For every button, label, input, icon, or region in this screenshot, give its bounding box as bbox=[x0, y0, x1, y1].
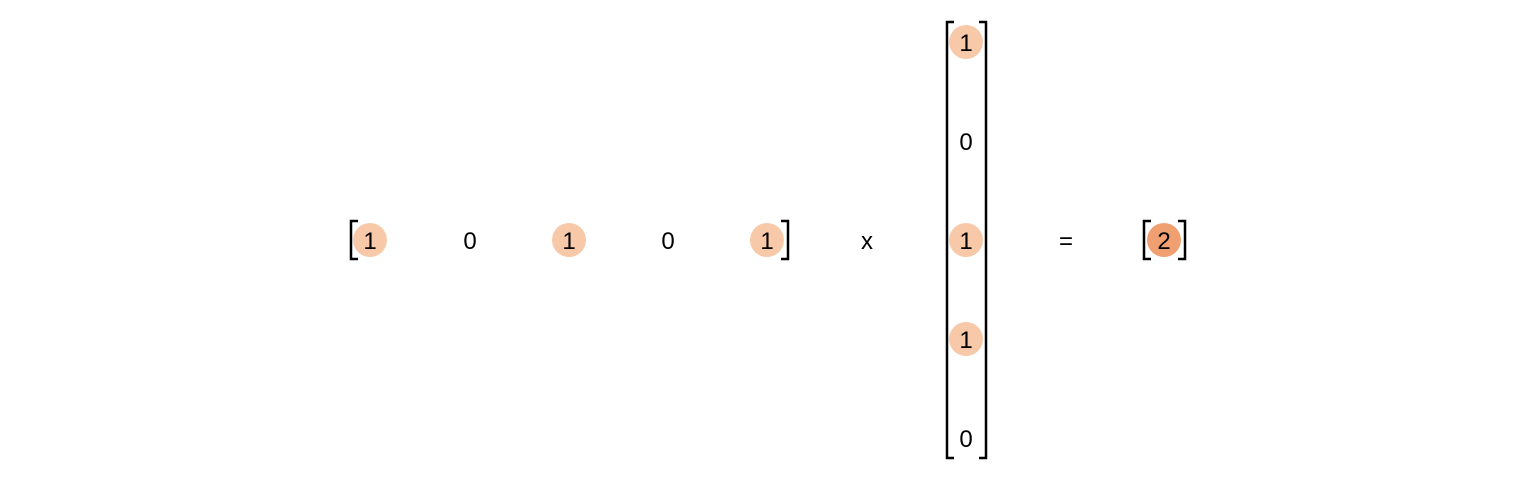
multiply-operator: x bbox=[861, 228, 873, 255]
result-vector: 2 bbox=[1142, 219, 1187, 261]
column-vector-value: 1 bbox=[959, 30, 972, 57]
result-value: 2 bbox=[1157, 228, 1170, 255]
row-vector-highlight-circle bbox=[552, 223, 586, 257]
column-vector-highlight-circle bbox=[949, 322, 983, 356]
result-left-bracket bbox=[1142, 219, 1151, 261]
row-vector-cell-5: 1 bbox=[750, 223, 784, 257]
column-vector-left-bracket bbox=[945, 20, 954, 460]
row-vector-value: 1 bbox=[363, 228, 376, 255]
result-right-bracket bbox=[1178, 219, 1187, 261]
row-vector-value: 0 bbox=[661, 228, 674, 255]
row-vector-highlight-circle bbox=[353, 223, 387, 257]
column-vector-highlight-circle bbox=[949, 25, 983, 59]
row-vector-cell-1: 1 bbox=[353, 223, 387, 257]
column-vector: 1 0 1 1 0 bbox=[945, 20, 988, 460]
column-vector-cell-3: 1 bbox=[949, 223, 983, 257]
row-vector-value: 0 bbox=[463, 228, 476, 255]
row-vector-cell-3: 1 bbox=[552, 223, 586, 257]
column-vector-value: 1 bbox=[959, 228, 972, 255]
column-vector-cell-4: 1 bbox=[949, 322, 983, 356]
row-vector-cell-2: 0 bbox=[463, 228, 476, 255]
result-highlight-circle bbox=[1147, 223, 1181, 257]
column-vector-value: 1 bbox=[959, 327, 972, 354]
row-vector-right-bracket bbox=[781, 219, 790, 261]
equals-operator: = bbox=[1059, 228, 1073, 255]
column-vector-right-bracket bbox=[979, 20, 988, 460]
row-vector-value: 1 bbox=[760, 228, 773, 255]
column-vector-highlight-circle bbox=[949, 223, 983, 257]
row-vector-highlight-circle bbox=[750, 223, 784, 257]
row-vector-left-bracket bbox=[349, 219, 358, 261]
column-vector-value: 0 bbox=[959, 129, 972, 156]
row-vector: 1 0 1 0 1 bbox=[349, 219, 790, 261]
column-vector-cell-1: 1 bbox=[949, 25, 983, 59]
row-vector-cell-4: 0 bbox=[661, 228, 674, 255]
row-vector-value: 1 bbox=[562, 228, 575, 255]
column-vector-value: 0 bbox=[959, 426, 972, 453]
column-vector-cell-5: 0 bbox=[959, 426, 972, 453]
column-vector-cell-2: 0 bbox=[959, 129, 972, 156]
result-cell-1: 2 bbox=[1147, 223, 1181, 257]
